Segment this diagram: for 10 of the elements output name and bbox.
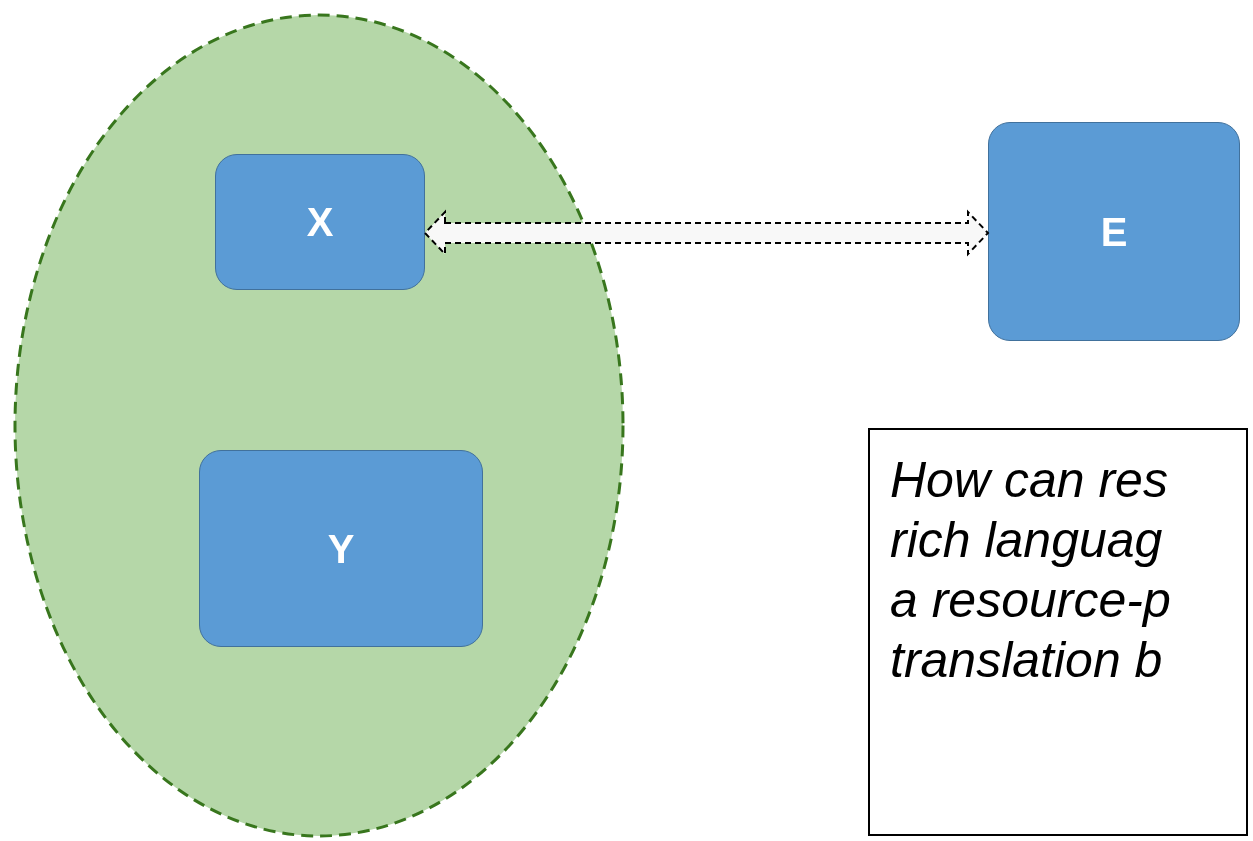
dashed-ellipse [13,13,625,838]
process-box [988,122,1240,341]
question-box [868,428,1248,836]
question-text: How can res rich languag a resource-p translation b [890,451,1172,690]
node-label: E [1100,208,1128,256]
node-label: X [306,199,334,246]
process-box [199,450,483,647]
process-box [215,154,425,290]
node-label: Y [327,525,355,573]
double-arrow [423,209,990,257]
